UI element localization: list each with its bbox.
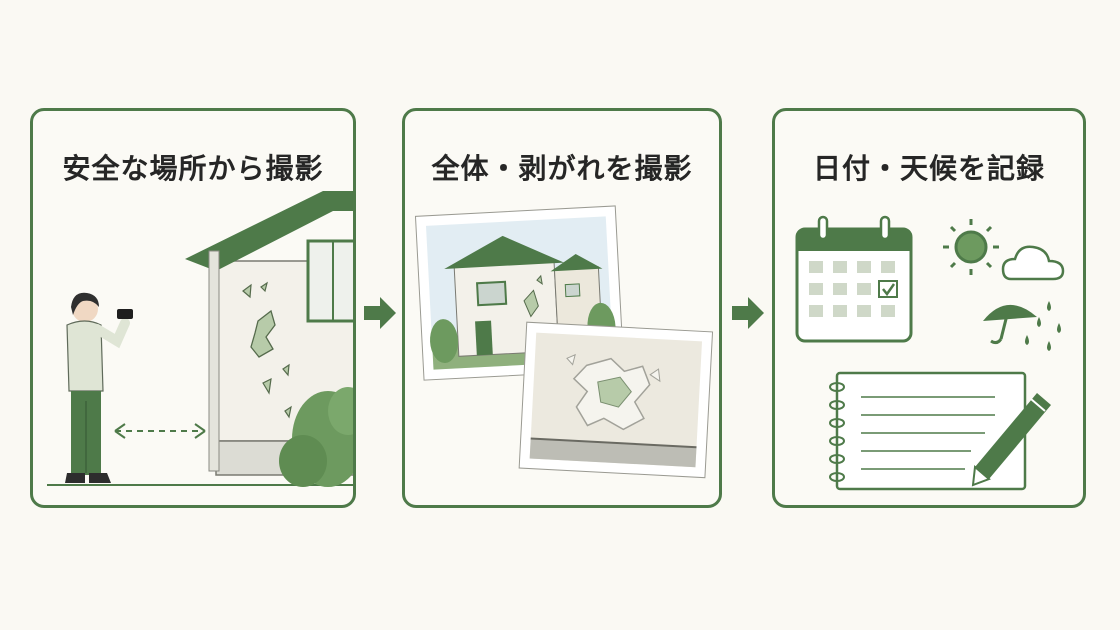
crack-marks	[242, 281, 292, 419]
step-title: 安全な場所から撮影	[62, 152, 324, 185]
safe-location-illustration	[47, 191, 353, 487]
step-title: 日付・天候を記録	[812, 152, 1045, 185]
sun-icon	[943, 219, 999, 275]
shrub-icon	[279, 387, 353, 487]
distance-arrow	[114, 423, 206, 439]
photos-illustration	[414, 205, 714, 479]
record-illustration	[795, 215, 1065, 491]
step-panel-record-date-weather: 日付・天候を記録	[772, 108, 1086, 508]
step-panel-safe-location: 安全な場所から撮影	[30, 108, 356, 508]
pen-icon	[971, 393, 1051, 487]
peeling-patch	[250, 309, 276, 358]
photo-peeling-wall-icon	[518, 321, 714, 479]
step-panel-whole-and-peeling: 全体・剥がれを撮影	[402, 108, 722, 508]
calendar-icon	[795, 215, 913, 343]
notepad-icon	[829, 371, 1027, 491]
person-with-phone-icon	[65, 292, 133, 483]
arrow-right-icon	[364, 297, 396, 329]
cloud-icon	[1001, 245, 1065, 281]
arrow-right-icon	[732, 297, 764, 329]
umbrella-rain-icon	[983, 301, 1061, 351]
step-title: 全体・剥がれを撮影	[431, 152, 693, 185]
